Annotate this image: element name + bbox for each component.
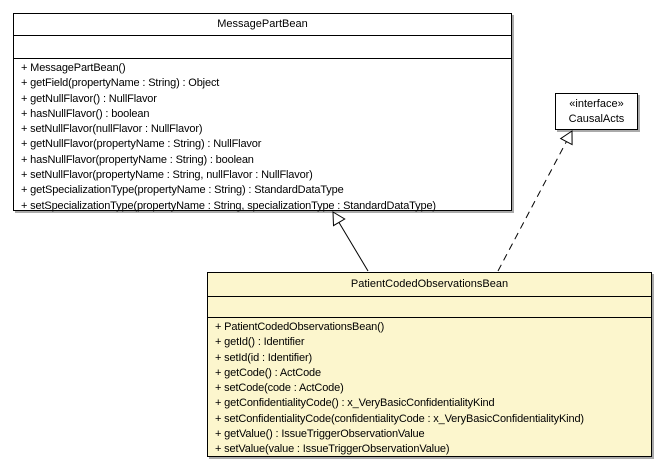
generalization-arrowhead — [332, 211, 346, 227]
method-item: + getConfidentialityCode() : x_VeryBasic… — [215, 397, 495, 410]
attributes-compartment — [14, 36, 511, 59]
operations-compartment: + PatientCodedObservationsBean() + getId(… — [208, 318, 651, 458]
method-item: + getSpecializationType(propertyName : S… — [21, 184, 344, 197]
method-item: + getNullFlavor(propertyName : String) :… — [21, 138, 262, 151]
method-item: + getValue() : IssueTriggerObservationVa… — [215, 428, 425, 441]
class-box-messagepartbean[interactable]: MessagePartBean + MessagePartBean() + get… — [13, 13, 512, 214]
interface-stereotype: «interface» — [569, 98, 624, 110]
interface-box-causalacts[interactable]: «interface» CausalActs — [555, 93, 638, 130]
method-item: + getNullFlavor() : NullFlavor — [21, 92, 157, 105]
interface-title: CausalActs — [568, 113, 625, 125]
operations-compartment: + MessagePartBean() + getField(propertyNa… — [14, 59, 511, 214]
method-item: + setNullFlavor(propertyName : String, n… — [21, 169, 313, 182]
realization-arrowhead — [559, 130, 573, 146]
method-item: + getField(propertyName : String) : Obje… — [21, 77, 220, 90]
method-item: + getCode() : ActCode — [215, 366, 321, 379]
method-item: + MessagePartBean() — [21, 62, 126, 74]
method-item: + setSpecializationType(propertyName : S… — [21, 199, 436, 212]
method-item: + getId() : Identifier — [215, 336, 305, 349]
class-box-patientcodedobservationsbean[interactable]: PatientCodedObservationsBean + PatientCo… — [207, 272, 652, 457]
class-title: MessagePartBean — [14, 14, 511, 36]
method-item: + setConfidentialityCode(confidentiality… — [215, 412, 584, 425]
method-item: + setNullFlavor(nullFlavor : NullFlavor) — [21, 123, 203, 136]
generalization-arrow — [332, 211, 369, 272]
attributes-compartment — [208, 297, 651, 318]
method-item: + setCode(code : ActCode) — [215, 382, 344, 395]
method-item: + PatientCodedObservationsBean() — [215, 321, 385, 333]
method-item: + setValue(value : IssueTriggerObservati… — [215, 443, 450, 456]
method-item: + setId(id : Identifier) — [215, 351, 312, 364]
class-title: PatientCodedObservationsBean — [208, 273, 651, 297]
method-item: + hasNullFlavor() : boolean — [21, 107, 150, 120]
method-item: + hasNullFlavor(propertyName : String) :… — [21, 153, 254, 166]
